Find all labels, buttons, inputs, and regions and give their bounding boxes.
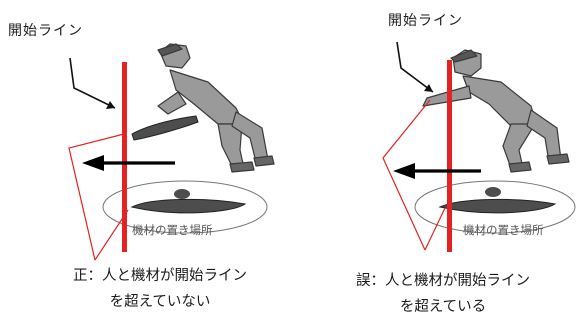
caption-line-2: を超えている [399, 299, 487, 315]
caption-line-1: 正：人と機材が開始ライン [73, 268, 247, 284]
correct-example-illustration [68, 43, 275, 261]
red-pointer-lines [382, 99, 446, 251]
incorrect-caption: 誤：人と機材が開始ライン を超えている [305, 268, 581, 320]
direction-arrow [393, 163, 481, 179]
placement-label: 機材の置き場所 [463, 223, 544, 237]
incorrect-example-illustration [382, 41, 576, 252]
placement-area [102, 180, 268, 234]
incorrect-example-panel: 開始ライン 機材の置き場所 誤：人と機材が開始ライン を超えている [305, 0, 581, 321]
placement-label: 機材の置き場所 [132, 223, 213, 237]
equipment-on-ground [130, 189, 247, 214]
caption-line-2: を超えていない [109, 294, 211, 310]
label-pointer-arrow [69, 57, 116, 109]
red-pointer-lines [68, 133, 129, 261]
correct-example-panel: 開始ライン 機材の置き場所 正：人と機材が開始ライン を超えていない [8, 23, 280, 315]
start-line [447, 60, 452, 252]
equipment-on-ground [438, 187, 557, 214]
direction-arrow [82, 155, 175, 171]
start-line [122, 62, 127, 252]
correct-caption: 正：人と機材が開始ライン を超えていない [40, 263, 280, 315]
start-line-label: 開始ライン [388, 13, 463, 29]
caption-line-1: 誤：人と機材が開始ライン [356, 273, 530, 289]
label-pointer-arrow [396, 41, 434, 93]
placement-area [414, 180, 576, 234]
start-line-label: 開始ライン [8, 23, 83, 39]
person-figure [422, 49, 570, 173]
held-equipment [131, 115, 199, 141]
person-figure [157, 43, 275, 173]
